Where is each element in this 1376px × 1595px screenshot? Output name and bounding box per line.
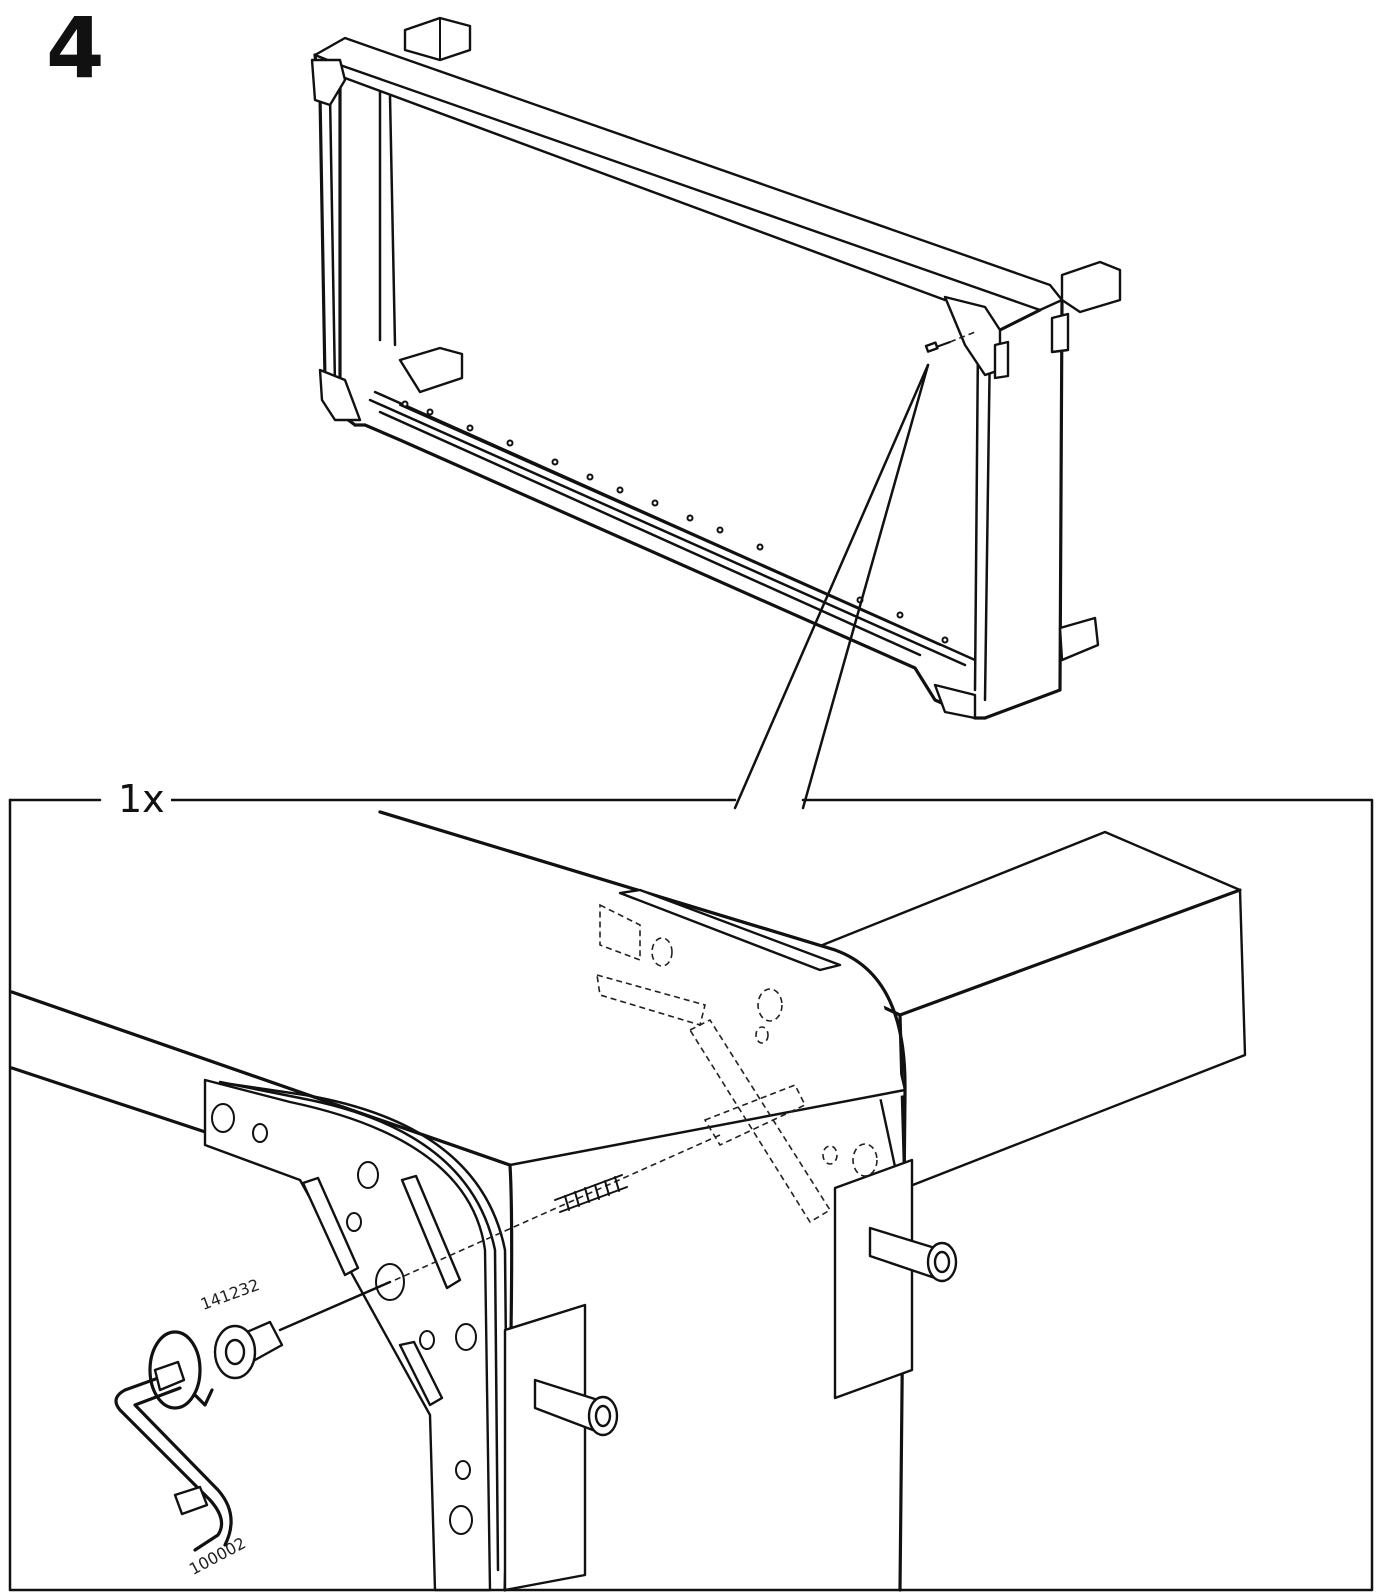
- detail-corner: [10, 810, 1247, 1592]
- frame-overview: [310, 16, 1122, 810]
- detail-box: [8, 798, 1374, 1592]
- quantity-label: 1x: [112, 780, 171, 818]
- step-number: 4: [46, 0, 105, 97]
